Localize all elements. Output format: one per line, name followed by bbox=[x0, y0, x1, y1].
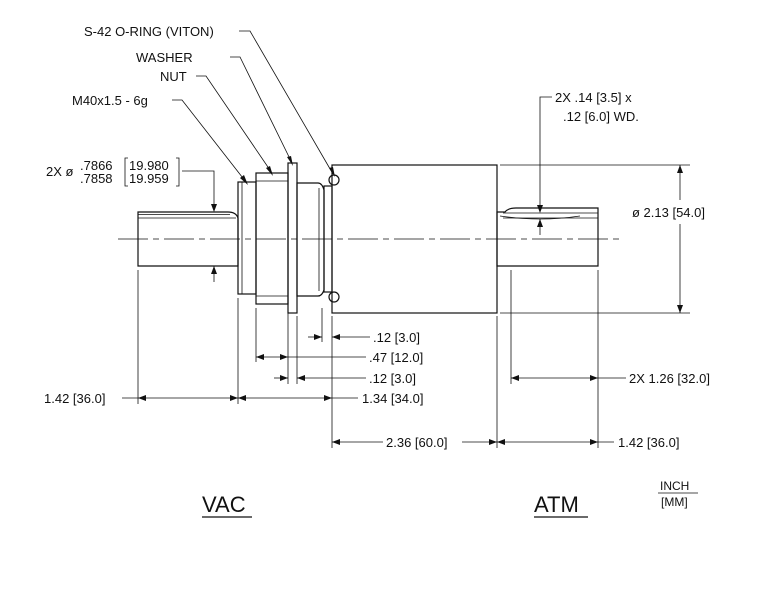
flat-leader bbox=[537, 96, 552, 235]
dim-left bbox=[122, 395, 358, 401]
flat-label-line2: .12 [6.0] WD. bbox=[563, 109, 639, 124]
dim-washer-label: .12 [3.0] bbox=[369, 371, 416, 386]
dim-left-shaft-label: 1.42 [36.0] bbox=[44, 391, 105, 406]
shaft-diameter-max-in: .7866 bbox=[80, 158, 113, 173]
flange-step bbox=[296, 182, 333, 297]
unit-mm-label: [MM] bbox=[661, 495, 688, 509]
thread-label: M40x1.5 - 6g bbox=[72, 93, 148, 108]
dim-nut-label: .47 [12.0] bbox=[369, 350, 423, 365]
dim-atm-shaft bbox=[511, 375, 626, 381]
unit-inch-label: INCH bbox=[660, 479, 689, 493]
shaft-diameter-min-mm: 19.959 bbox=[129, 171, 169, 186]
washer bbox=[287, 162, 298, 314]
shaft-diameter-prefix: 2X ø bbox=[46, 164, 74, 179]
dim-right-shaft-label: 1.42 [36.0] bbox=[618, 435, 679, 450]
oring-label: S-42 O-RING (VITON) bbox=[84, 24, 214, 39]
dim-nut bbox=[256, 354, 366, 360]
shaft-diameter-min-in: .7858 bbox=[80, 171, 113, 186]
dim-oring-label: .12 [3.0] bbox=[373, 330, 420, 345]
dim-bottom bbox=[332, 439, 614, 445]
nut bbox=[255, 172, 289, 305]
nut-leader bbox=[196, 75, 273, 176]
dim-vac-length-label: 1.34 [34.0] bbox=[362, 391, 423, 406]
dim-oring bbox=[308, 334, 370, 340]
oring-leader bbox=[239, 30, 335, 177]
right-shaft bbox=[496, 207, 599, 267]
nut-label: NUT bbox=[160, 69, 187, 84]
shaft-dia-leader bbox=[182, 170, 217, 282]
dim-washer bbox=[274, 375, 366, 381]
thread-section bbox=[237, 181, 257, 295]
vac-label: VAC bbox=[202, 492, 246, 517]
dim-body-length-label: 2.36 [60.0] bbox=[386, 435, 447, 450]
washer-leader bbox=[230, 56, 293, 166]
shaft-tolerance-bracket-left bbox=[124, 157, 128, 187]
shaft-tolerance-bracket-right bbox=[176, 157, 180, 187]
shaft-diameter-max-mm: 19.980 bbox=[129, 158, 169, 173]
thread-leader bbox=[172, 99, 248, 185]
washer-label: WASHER bbox=[136, 50, 193, 65]
body-diameter-dim bbox=[500, 164, 690, 314]
dim-atm-shaft-label: 2X 1.26 [32.0] bbox=[629, 371, 710, 386]
o-ring bbox=[328, 174, 340, 303]
atm-label: ATM bbox=[534, 492, 579, 517]
flat-label-line1: 2X .14 [3.5] x bbox=[555, 90, 632, 105]
extension-lines bbox=[137, 270, 599, 448]
body-diameter-label: ø 2.13 [54.0] bbox=[632, 205, 705, 220]
